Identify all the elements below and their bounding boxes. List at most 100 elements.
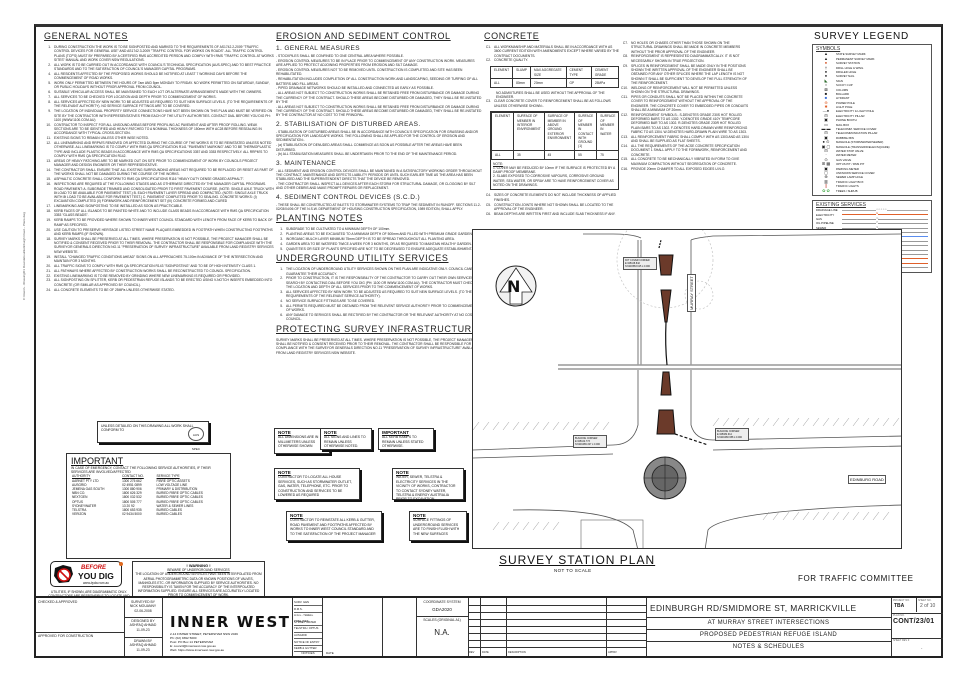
note-number: 9.	[48, 109, 51, 114]
note-text: ALL PERMITS REQUIRED MUST BE OBTAINED FR…	[286, 303, 477, 313]
legend-symbol-label: DRILL HOLE & WING	[836, 65, 864, 70]
legend-symbol-label: BOLLARD	[836, 91, 850, 96]
note-item: C13.ALL REINFORCEMENT FABRIC SHALL COMPL…	[621, 135, 749, 144]
note-box-heading: NOTE	[278, 430, 291, 435]
note-text: INSPECTIONS ARE REQUIRED AT THE FOLLOWIN…	[54, 182, 274, 204]
note-box-text: ALL SIGNS AND LINES TO REMAIN UNLESS OTH…	[324, 435, 366, 449]
grid-line	[468, 605, 646, 606]
note-text: ALL PATHWAYS WHERE AFFECTED BY CONSTRUCT…	[54, 268, 251, 273]
note-item: 2. SLABS EXPOSED TO CORROSIVE VAPOURS, C…	[493, 174, 614, 188]
table-cell: TELSTRA	[72, 508, 87, 513]
table-cell: LOW VOLTAGE LINE	[156, 482, 188, 487]
erosion-section-title: 4. SEDIMENT CONTROL DEVICES (S.C.D.)	[276, 193, 421, 201]
note-number: 5.	[280, 303, 283, 308]
notice-row: NOTICE OF ENTRY	[294, 639, 322, 646]
note-item: 17.LINEMARKING AND SIGNPOSTING TO BE INS…	[44, 204, 274, 208]
header-cell: CEMENT GRADE	[590, 65, 620, 80]
note-item: 10.CONTRACTOR TO INSPECT FOR ALL UNSOUND…	[44, 123, 274, 136]
note-heading: NOTE:	[493, 161, 504, 166]
note-number: 1.	[280, 267, 283, 272]
note-text: CLEAR CONCRETE COVER TO REINFORCEMENT SH…	[494, 99, 611, 108]
legend-symbol-row: ⊠COLUMN	[816, 87, 928, 92]
note-number: 8.	[48, 100, 51, 105]
table-cell: OPTUS	[72, 499, 83, 504]
note-text: NO SERVICE SURFACE FITTINGS ARE TO BE CO…	[286, 299, 376, 304]
telecommunication-pillar-icon: ⊟	[824, 130, 828, 136]
note-number: 20.	[46, 263, 51, 268]
note-item: 19.KERB RAMPS TO BE PROVIDED WHERE SHOWN…	[44, 218, 274, 227]
note-item: 4.GARDEN AREA TO BE WATERED TWICE A WEEK…	[276, 242, 482, 246]
byd-url: www.byda.com.au	[83, 581, 109, 585]
traffic-light-box-icon: ▥	[824, 178, 828, 184]
table-cell: 1800 653 935	[122, 508, 142, 513]
traffic-lights-icon: ❙	[824, 183, 828, 189]
legend-symbol-row: ✹LIGHT POLE	[816, 104, 928, 109]
service-line: E	[842, 212, 928, 217]
survey-station-plan: N MURRAY STREET EDINBURG ROAD KFT COVER …	[472, 229, 902, 549]
note-text: ALL SERVICES AFFECTED BY NEW WORK TO BE …	[54, 100, 273, 109]
note-number: 7.	[48, 95, 51, 100]
notice-row: TELSTRA / OPTUS	[294, 625, 322, 633]
note-number: 6.	[48, 90, 51, 95]
inner-west-logo: INNER WEST	[170, 613, 291, 631]
legend-symbol-label: MAIL BOX	[836, 122, 850, 127]
note-number: C2.	[485, 58, 491, 63]
note-box-heading: NOTE	[413, 513, 426, 518]
note-text: ALL RESIDENTS AFFECTED BY THE PROPOSED W…	[54, 71, 247, 81]
state-survey-mark-icon: ▲	[824, 51, 828, 57]
note-text: EXISTING LINEMARKING IS TO BE REMOVED BY…	[54, 273, 241, 278]
note-item: C7.NO HOLES OR CHASES OTHER THAN THOSE S…	[621, 41, 749, 54]
table-cell: 55	[574, 150, 598, 160]
legend-symbol-row: ▣PHONE BOOTH	[816, 117, 928, 122]
concrete-notes-continued: C7.NO HOLES OR CHASES OTHER THAN THOSE S…	[621, 41, 749, 172]
legend-symbol-row: ○SUCOY CUP	[816, 82, 928, 87]
table-cell: NBN CO.	[72, 491, 86, 496]
header-cell: ELEMENT	[490, 111, 515, 152]
symbols-title: SYMBOLS	[816, 46, 841, 52]
note-item: 1.DURING CONSTRUCTION THE WORK IS TO BE …	[44, 45, 274, 62]
table-cell: 13 20 92	[122, 503, 135, 508]
service-label: GAS	[816, 217, 822, 222]
note-number: 4.	[280, 242, 283, 247]
note-number: C11.	[621, 94, 628, 99]
file-path-label: C:\Users\...\Drawing\01 Roundabout\Edinb…	[22, 212, 26, 300]
legend-symbol-label: ELECTRICITY PILLAR	[836, 113, 865, 118]
legend-symbol-row: ✿ ✿TREES / SHRUB	[816, 188, 928, 193]
traffic-committee-label: FOR TRAFFIC COMMITTEE	[798, 574, 914, 583]
note-number: C7.	[622, 41, 628, 45]
service-mark: G	[876, 216, 879, 222]
address-line: Ph: (02) 9392 5000	[170, 636, 197, 640]
service-label: DRAINAGE LINE	[816, 208, 838, 213]
note-number: 13.	[46, 158, 51, 163]
plan-scale: NOT TO SCALE	[554, 568, 592, 573]
service-line: o o o o o	[842, 208, 928, 213]
header-cell: CEMENT TYPE	[565, 65, 592, 80]
sheet-rev: -	[921, 645, 923, 650]
erosion-item: THESE SHALL BE CONSTRUCTED AT INLETS TO …	[276, 203, 482, 212]
scales-value: N.A.	[434, 628, 450, 637]
note-item: 6.ANY DAMAGE TO SERVICES SHALL BE RECTIF…	[276, 313, 482, 322]
note-text: SPLICES IN REINFORCEMENT SHALL BE MADE O…	[631, 63, 747, 85]
note-number: 5.	[280, 246, 283, 251]
label: DRAWN BY	[133, 639, 153, 643]
note-item: 3.ALL SERVICES AFFECTED BY NEW WORK TO B…	[276, 290, 482, 299]
erosion-item: ALL AREAS NOT SUBJECT TO CONSTRUCTION WO…	[276, 105, 482, 118]
note-text: PIPED DRAINAGE NETWORKS SHOULD BE INSTAL…	[276, 86, 482, 90]
grid-line	[468, 626, 646, 627]
note-box-heading: NOTE	[278, 470, 291, 475]
admixture-note: NO ADMIXTURES SHALL BE USED WITHOUT THE …	[496, 90, 605, 99]
erosion-item: (b) ALL STABILISATION MEASURES SHALL BE …	[276, 152, 482, 156]
legend-symbol-row: ⊟TELECOMMUNICATION PILLAR	[816, 130, 928, 136]
note-text: PLANTING AREAS TO BE EXCAVATED TO A MINI…	[286, 232, 482, 237]
note-item: C11.PIPES OR CONDUITS SHALL NOT BE PLACE…	[621, 95, 749, 112]
legend-symbol-label: RUBBISH BIN	[836, 135, 854, 140]
electricity-light-pole-icon: —●	[822, 108, 830, 114]
note-text: AREAS OF HEAVY PATCHING ARE TO BE MARKED…	[54, 158, 258, 168]
legend-symbol-label: SIGN	[836, 78, 843, 83]
note-text: ALL TRAFFIC SIGNS TO COMPLY WITH RMS QA …	[54, 263, 257, 268]
legend-symbol-label: ELECTRICITY & LIGHT POLE	[836, 109, 874, 114]
